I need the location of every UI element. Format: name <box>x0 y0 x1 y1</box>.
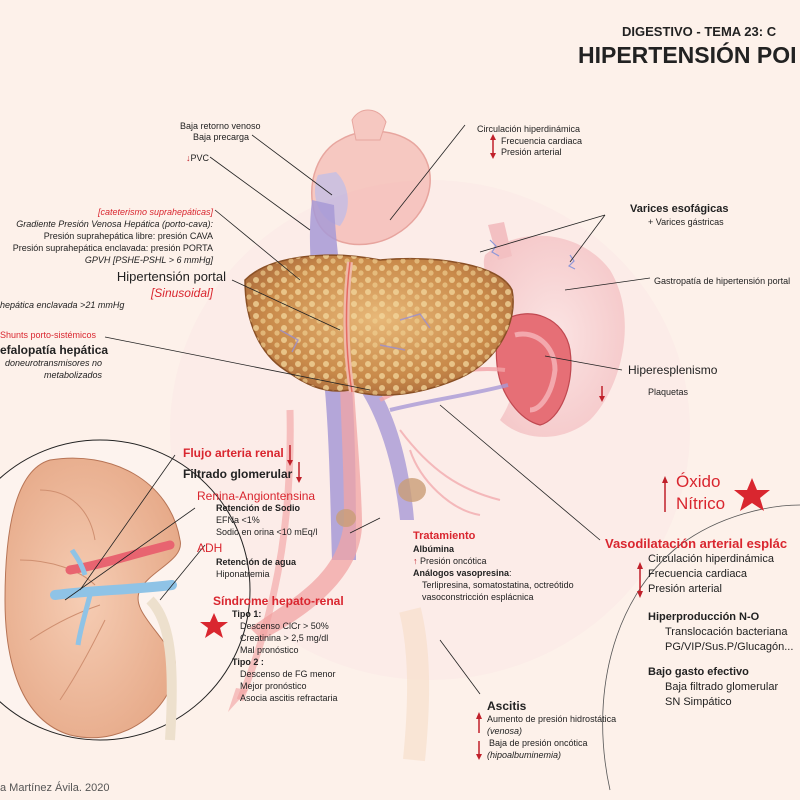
esophagus <box>488 222 512 260</box>
catheter-title: [cateterismo suprahepáticas] <box>97 207 213 217</box>
sodium-retention-label: Retención de Sodio <box>216 503 301 513</box>
low-output-title: Bajo gasto efectivo <box>648 666 749 678</box>
adh-title: ADH <box>197 541 223 555</box>
sympathetic-label: SN Simpático <box>665 696 732 708</box>
vasodilation-title: Vasodilatación arterial esplác <box>605 536 788 551</box>
bacterial-translocation: Translocación bacteriana <box>665 626 788 638</box>
gpvh-label: GPVH [PSHE-PSHL > 6 mmHg] <box>84 255 213 265</box>
shunts-label: Shunts porto-sistémicos <box>0 330 97 340</box>
hypersplenism-title: Hiperesplenismo <box>628 363 718 377</box>
encephalopathy-line1: doneurotransmisores no <box>4 358 102 368</box>
hypoalbuminemia-label: (hipoalbuminemia) <box>487 750 562 760</box>
encephalopathy-title: efalopatía hepática <box>0 343 109 357</box>
hrs-t2-item: Descenso de FG menor <box>240 669 336 679</box>
leader-lines <box>64 124 651 695</box>
vasopressin-label: Análogos vasopresina: <box>413 568 512 578</box>
splanchnic-label: vasoconstricción esplácnica <box>422 592 534 602</box>
portal-hypertension-title: Hipertensión portal <box>116 269 226 284</box>
pvc-label: ↓PVC <box>186 153 210 163</box>
vaso-heart-rate: Frecuencia cardiaca <box>648 568 748 580</box>
urine-sodium-label: Sodio en orina <10 mEq/l <box>216 527 318 537</box>
hrs-t2-item: Asocia ascitis refractaria <box>240 693 338 703</box>
nitric-oxide-line2: Nítrico <box>676 494 726 513</box>
page-title: HIPERTENSIÓN POI <box>578 42 797 68</box>
hrs-type1: Tipo 1: <box>232 609 262 619</box>
heart-rate-label: Frecuencia cardiaca <box>501 136 583 146</box>
renin-title: Renina-Angiontensina <box>197 489 316 503</box>
mediators-label: PG/VIP/Sus.P/Glucagón... <box>665 641 794 653</box>
author-credit: a Martínez Ávila. 2020 <box>0 782 110 794</box>
no-overproduction-title: Hiperproducción N-O <box>648 611 760 623</box>
spleen <box>495 313 572 426</box>
hrs-title: Síndrome hepato-renal <box>213 594 344 608</box>
kidney-illustration <box>4 457 181 741</box>
albumin-label: Albúmina <box>413 544 455 554</box>
low-oncotic-label: Baja de presión oncótica <box>489 738 588 748</box>
arrow-up-icon: ↑ <box>413 556 418 566</box>
venous-label: (venosa) <box>487 726 523 736</box>
hrs-t2-item: Mejor pronóstico <box>240 681 307 691</box>
hydrostatic-label: Aumento de presión hidrostática <box>487 714 617 724</box>
low-gfr-label: Baja filtrado glomerular <box>665 681 779 693</box>
vaso-hyperdynamic: Circulación hiperdinámica <box>648 553 774 565</box>
star-icon-nitric <box>734 478 770 511</box>
gastropathy-label: Gastropatía de hipertensión portal <box>654 276 791 286</box>
ascites-title: Ascitis <box>487 699 527 713</box>
nitric-oxide-line1: Óxido <box>676 472 721 491</box>
preload-label: Baja precarga <box>192 132 249 142</box>
free-pressure-label: Presión suprahepática libre: presión CAV… <box>43 231 213 241</box>
hrs-t1-item: Mal pronóstico <box>240 645 299 655</box>
arrow-glyphs <box>287 134 668 760</box>
vasodilation-arc <box>602 504 800 791</box>
vaso-blood-pressure: Presión arterial <box>648 583 722 595</box>
treatment-title: Tratamiento <box>413 530 476 542</box>
wedged-pressure-label: Presión suprahepática enclavada: presión… <box>12 243 213 253</box>
hyperdynamic-label: Circulación hiperdinámica <box>477 124 581 134</box>
hrs-t1-item: Descenso ClCr > 50% <box>240 621 329 631</box>
venous-return-label: Baja retorno venoso <box>180 121 261 131</box>
filtration-title: Filtrado glomerular <box>183 467 293 481</box>
platelets-label: Plaquetas <box>648 387 689 397</box>
efna-label: EFNa <1% <box>216 515 260 525</box>
header-subtitle: DIGESTIVO - TEMA 23: C <box>622 24 777 39</box>
gradient-label: Gradiente Presión Venosa Hepática (porto… <box>16 219 213 229</box>
liver-illustration <box>244 254 514 396</box>
gastric-varices-label: + Varices gástricas <box>648 217 724 227</box>
star-icon-hrs <box>200 613 228 638</box>
blood-pressure-label: Presión arterial <box>501 147 562 157</box>
wedged-label: hepática enclavada >21 mmHg <box>0 300 125 310</box>
varices-title: Varices esofágicas <box>630 203 729 215</box>
oncotic-label: ↑ Presión oncótica <box>413 556 487 566</box>
hrs-t1-item: Creatinina > 2,5 mg/dl <box>240 633 329 643</box>
hyponatremia-label: Hiponatremia <box>216 569 270 579</box>
arrow-down-icon: ↓ <box>186 153 191 163</box>
hrs-type2: Tipo 2 : <box>232 657 264 667</box>
encephalopathy-line2: metabolizados <box>43 370 102 380</box>
water-retention-label: Retención de agua <box>216 557 297 567</box>
drugs-label: Terlipresina, somatostatina, octreótido <box>422 580 574 590</box>
renal-flow-title: Flujo arteria renal <box>183 446 284 460</box>
sinusoidal-label: [Sinusoidal] <box>150 286 213 300</box>
